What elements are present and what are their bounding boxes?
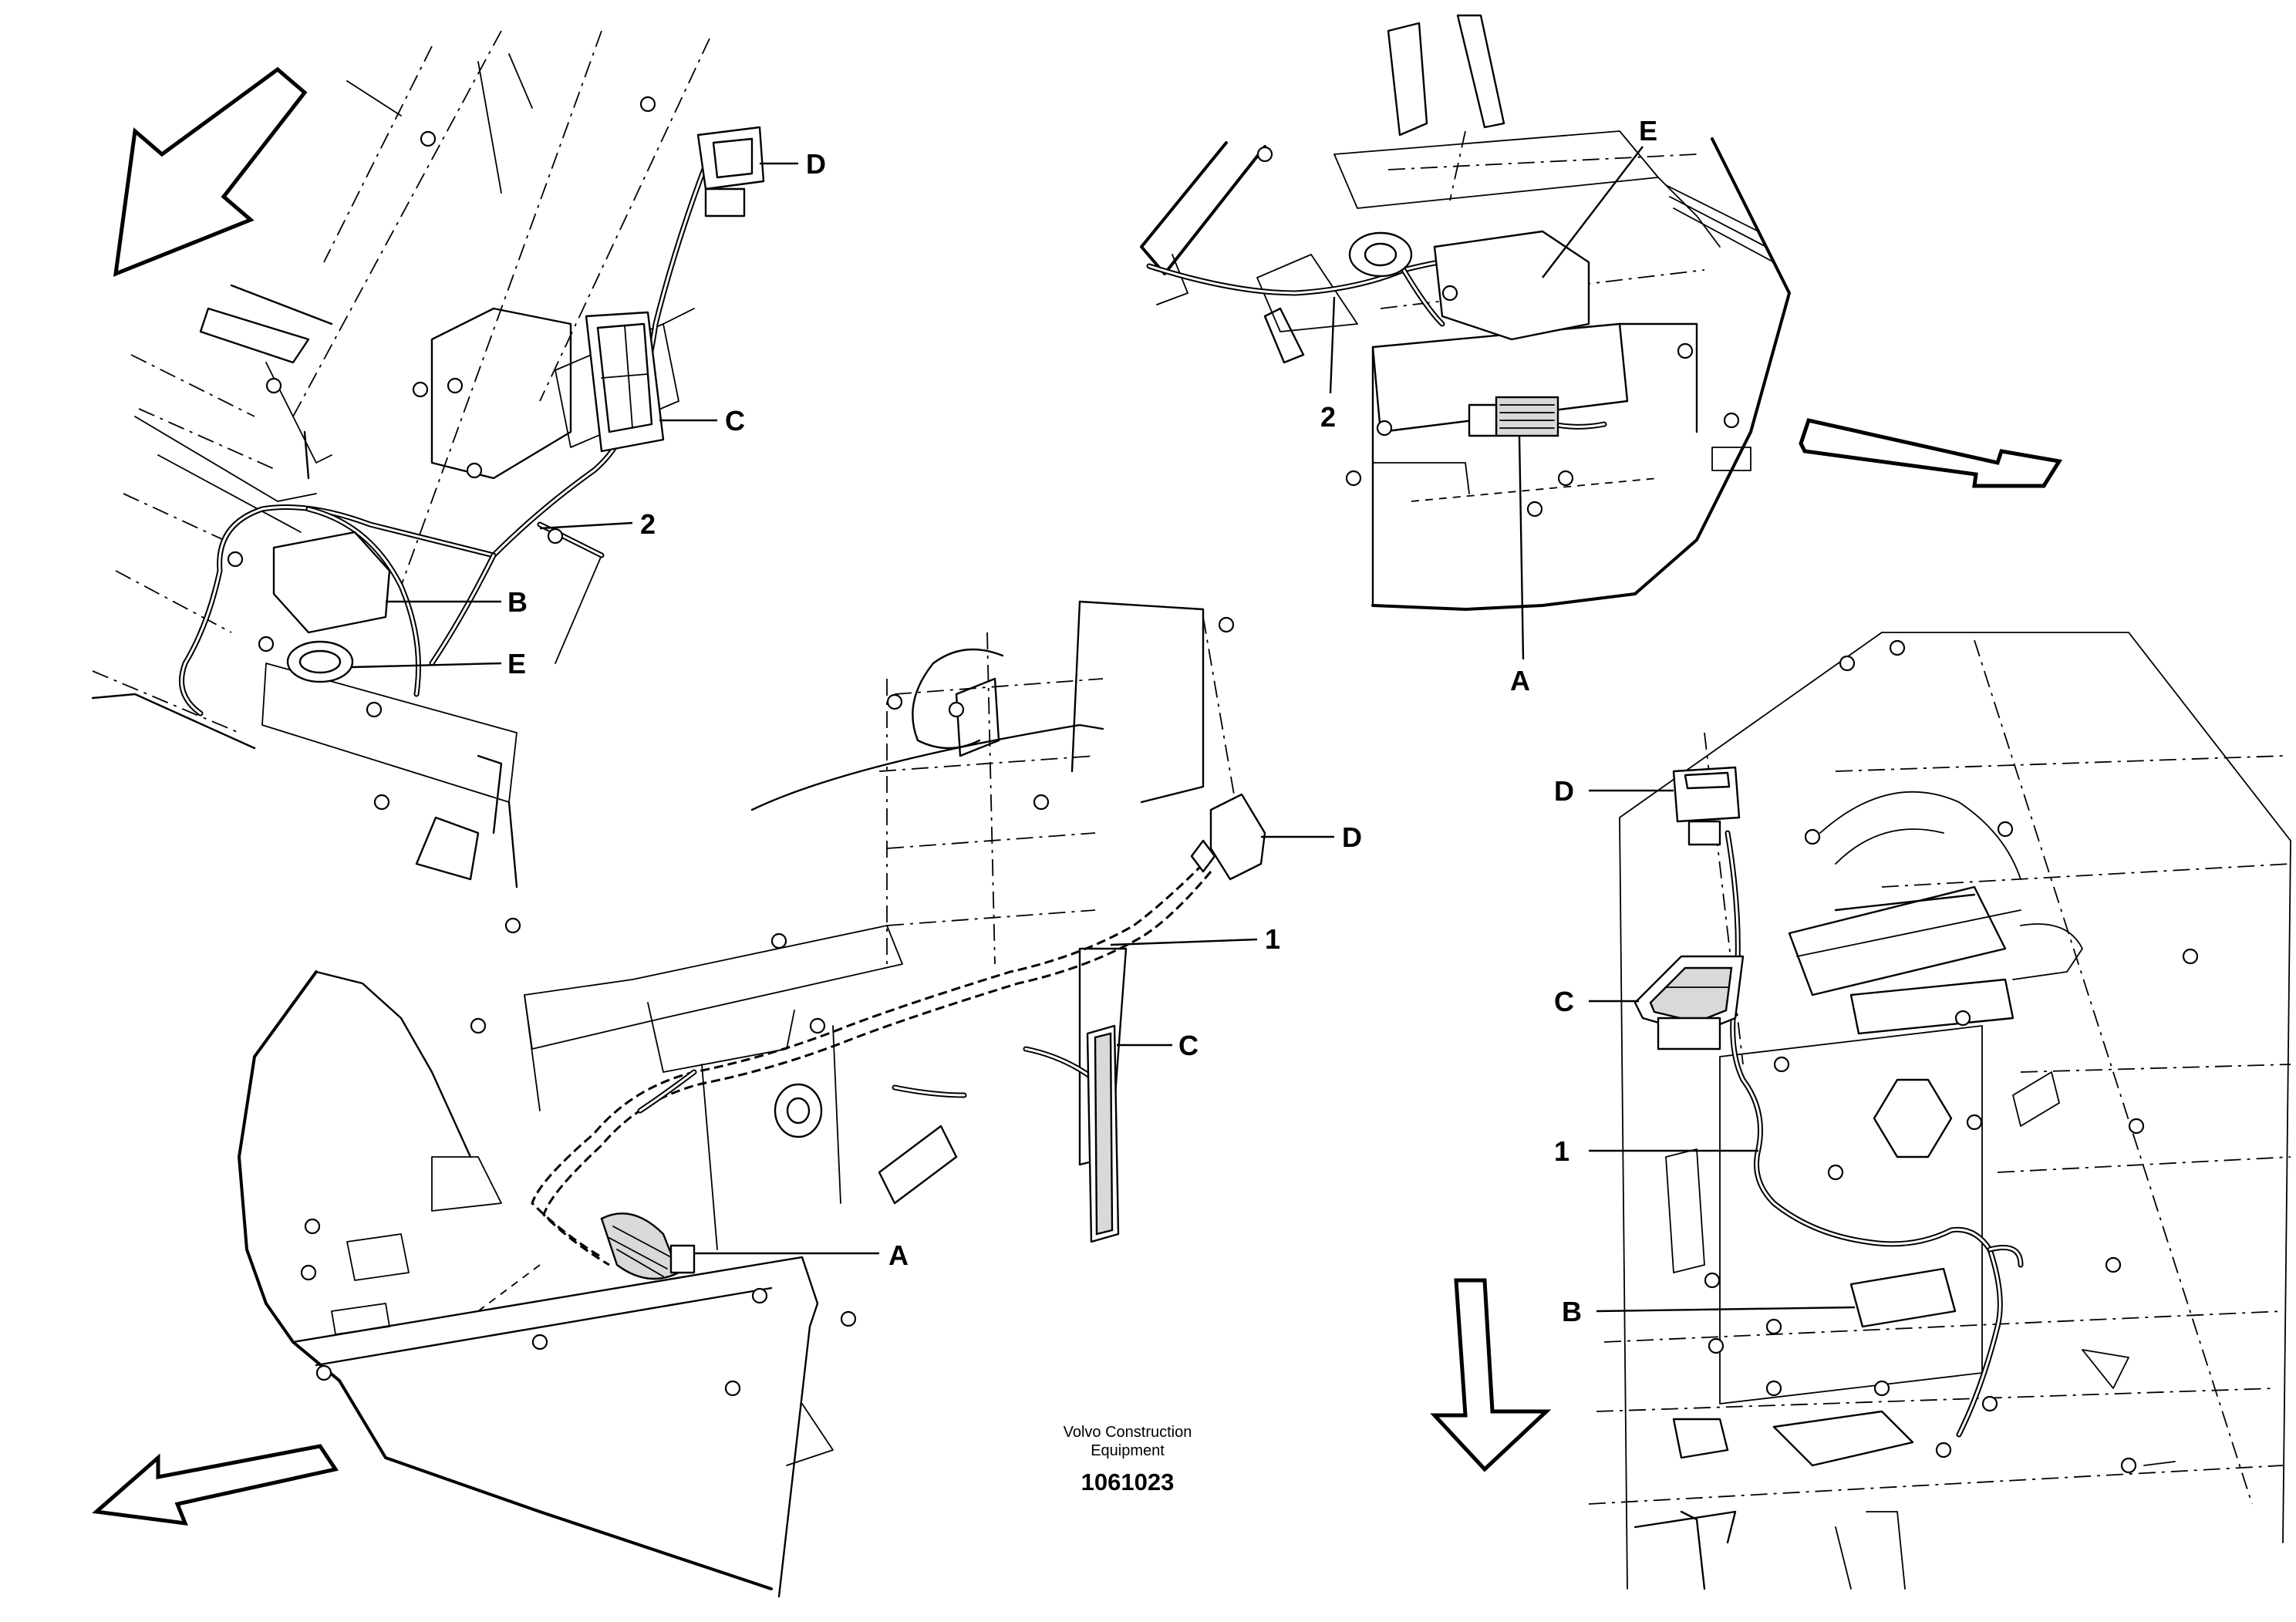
direction-arrow-icon (92, 1444, 339, 1526)
switch-panel-c (585, 311, 665, 453)
credit-line-1: Volvo Construction (1064, 1424, 1192, 1441)
callout-label: A (1510, 665, 1530, 696)
connector-a (1468, 396, 1559, 437)
frame-outline (1588, 632, 2291, 1590)
callout-label: 1 (1554, 1135, 1569, 1167)
callout-label: 2 (1320, 401, 1336, 433)
document-number: 1061023 (1081, 1469, 1175, 1496)
frame-outline (238, 600, 1235, 1598)
work-light-d (696, 126, 765, 218)
callout-label: E (1639, 115, 1657, 147)
direction-arrow-icon (113, 66, 308, 277)
bolt-icon (300, 616, 1235, 1397)
credit-line-2: Equipment (1091, 1442, 1165, 1459)
callout-label: 2 (640, 508, 656, 540)
view-bottom-left: D 1 C A (92, 600, 1362, 1598)
callout-label: D (806, 148, 826, 180)
frame-outline (91, 30, 710, 889)
callout-label: D (1342, 821, 1362, 853)
switch-panel-c (1086, 1024, 1120, 1243)
harness-2 (179, 132, 720, 717)
callout-label: 1 (1265, 923, 1280, 955)
view-bottom-right: D C 1 B (1430, 632, 2291, 1590)
connector-a (600, 1083, 823, 1280)
work-light-d (1672, 766, 1741, 846)
callout-label: A (888, 1239, 909, 1271)
callout-label: C (1178, 1030, 1199, 1061)
switch-panel-c (1633, 955, 1745, 1050)
connector-e (286, 640, 354, 683)
harness-1 (1725, 830, 2024, 1438)
view-top-right: E 2 A (1140, 14, 2063, 696)
view-top-left: D C 2 B E (91, 30, 826, 934)
direction-arrow-icon (1799, 418, 2063, 488)
figure-credit: Volvo Construction Equipment 1061023 (1064, 1424, 1192, 1496)
direction-arrow-icon (1430, 1278, 1552, 1472)
callout-label: B (1562, 1296, 1582, 1327)
callout-label: E (507, 648, 526, 679)
relay-b (1849, 1267, 1957, 1328)
callout-label: C (1554, 986, 1574, 1017)
callout-label: C (725, 405, 745, 437)
bolt-icon (1256, 146, 1740, 518)
callout-label: B (507, 586, 528, 618)
relay-b (272, 531, 391, 634)
connector-e (1348, 230, 1590, 341)
work-light-d (1190, 793, 1266, 881)
bolt-icon (227, 96, 656, 934)
callout-label: D (1554, 775, 1574, 807)
bolt-icon (1704, 639, 2199, 1474)
